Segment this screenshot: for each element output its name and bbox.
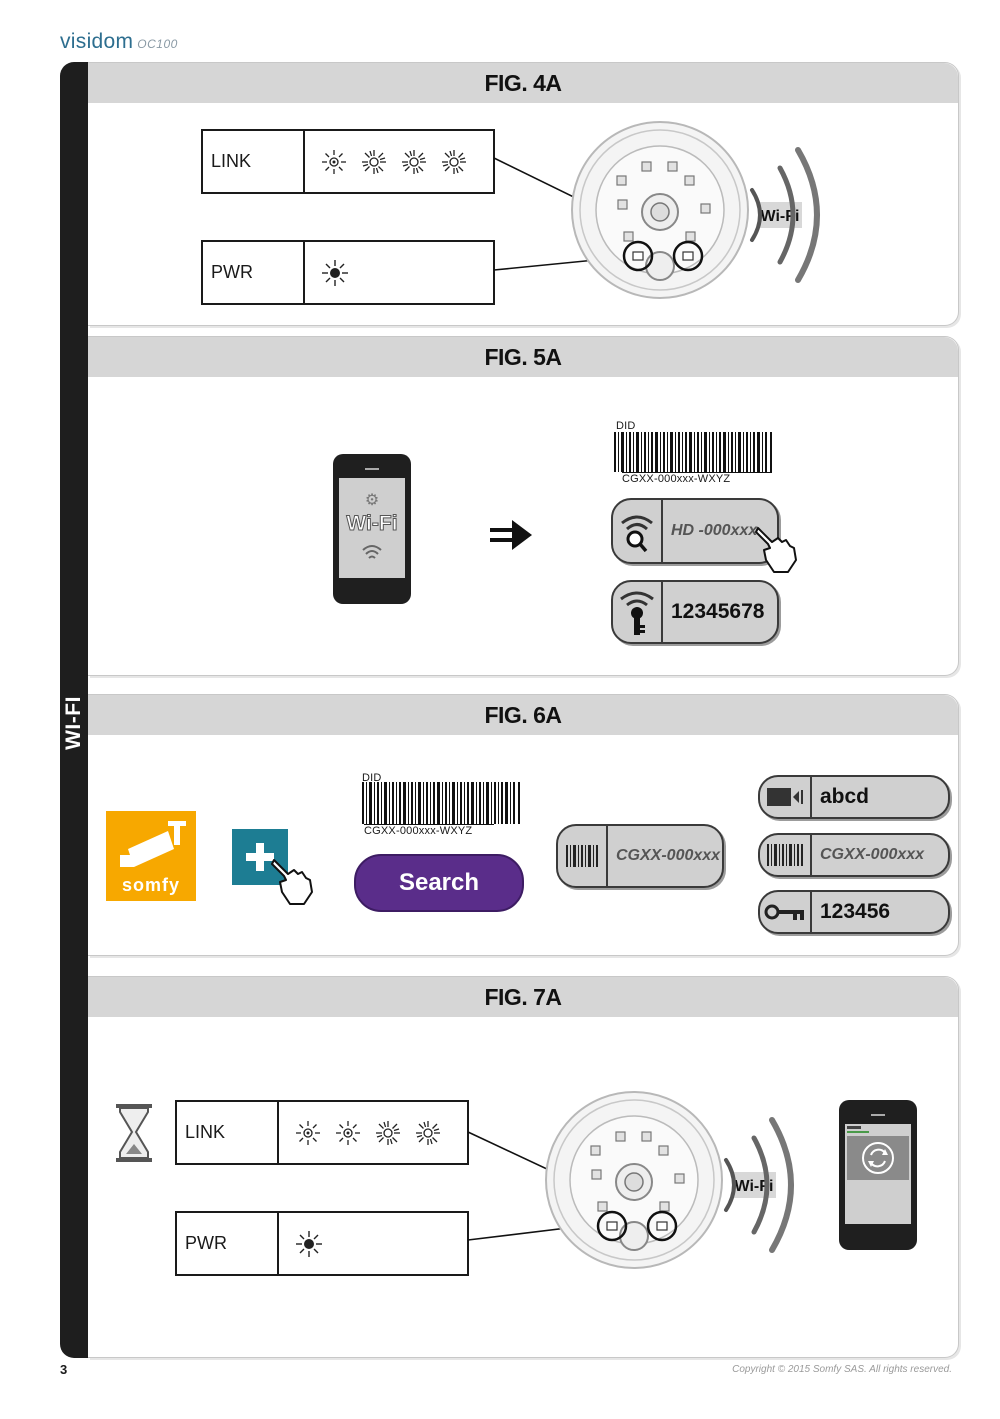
pwr-led-row (279, 1213, 467, 1274)
fig6a-password-value: 123456 (820, 900, 891, 923)
gear-icon: ⚙ (364, 492, 380, 509)
barcode-did-label: DID (616, 420, 636, 432)
link-led-row (279, 1102, 467, 1163)
wifi-search-icon (613, 500, 663, 562)
plus-icon (246, 843, 274, 871)
somfy-app-icon[interactable]: somfy (106, 811, 196, 901)
link-label: LINK (203, 131, 305, 192)
fig7a-camera-illustration: Wi-Fi (467, 1091, 794, 1269)
led-blink-fast-icon (362, 149, 386, 174)
fig6a-barcode: DID CGXX-000xxx-WXYZ (360, 772, 524, 838)
led-solid-icon (322, 259, 348, 286)
fig6a-title: FIG. 6A (88, 695, 958, 735)
fig6a-id-pill: CGXX-000xxx (758, 833, 950, 877)
refresh-tile[interactable] (847, 1136, 909, 1180)
fig4a-wifi-badge: Wi-Fi (761, 208, 800, 225)
barcode-icon (614, 432, 772, 472)
fig7a-link-box: LINK (175, 1100, 469, 1165)
fig7a-phone (839, 1100, 917, 1250)
barcode-code: CGXX-000xxx-WXYZ (364, 824, 494, 837)
pwr-label: PWR (177, 1213, 279, 1274)
video-camera-icon (760, 777, 812, 817)
fig5a-panel: FIG. 5A (88, 336, 959, 676)
page-number: 3 (60, 1362, 68, 1377)
fig6a-password-pill: 123456 (758, 890, 950, 934)
copyright: Copyright © 2015 Somfy SAS. All rights r… (732, 1364, 952, 1375)
fig5a-title: FIG. 5A (88, 337, 958, 377)
phone-wifi-text: Wi-Fi (346, 512, 398, 536)
barcode-icon (760, 835, 812, 875)
fig5a-ssid-value: HD -000xxx (671, 522, 758, 539)
link-label: LINK (177, 1102, 279, 1163)
hand-pointer-icon[interactable] (754, 516, 798, 576)
led-blink-fast-icon (442, 149, 466, 174)
brand-name: visidom (60, 30, 134, 53)
fig7a-panel: FIG. 7A (88, 976, 959, 1358)
status-indicator (847, 1131, 869, 1133)
pwr-led-row (305, 242, 493, 303)
fig4a-title: FIG. 4A (88, 63, 958, 103)
fig4a-link-box: LINK (201, 129, 495, 194)
fig5a-ssid-pill: HD -000xxx (611, 498, 779, 564)
fig5a-password-pill: 12345678 (611, 580, 779, 644)
status-bar (847, 1126, 861, 1129)
wifi-key-icon (613, 582, 663, 642)
barcode-did-label: DID (362, 772, 382, 784)
led-blink-fast-icon (402, 149, 426, 174)
led-blink-icon (336, 1120, 360, 1145)
led-solid-icon (296, 1230, 322, 1257)
led-blink-fast-icon (416, 1120, 440, 1145)
barcode-icon (558, 826, 608, 886)
led-blink-fast-icon (376, 1120, 400, 1145)
link-led-row (305, 131, 493, 192)
pwr-label: PWR (203, 242, 305, 303)
fig6a-scan-result: CGXX-000xxx (616, 847, 721, 864)
phone-speaker (365, 468, 379, 470)
somfy-text: somfy (121, 875, 180, 895)
fig6a-name-pill: abcd (758, 775, 950, 819)
fig5a-barcode: DID CGXX-000xxx-WXYZ (612, 420, 777, 486)
key-icon (760, 892, 812, 932)
wifi-icon (362, 545, 382, 559)
add-button[interactable] (232, 829, 288, 885)
model-name: OC100 (137, 37, 178, 51)
barcode-code: CGXX-000xxx-WXYZ (622, 472, 772, 485)
led-blink-icon (322, 149, 346, 174)
refresh-icon (862, 1142, 894, 1174)
fig6a-name-value: abcd (820, 785, 870, 808)
phone-screen (845, 1124, 911, 1224)
led-blink-icon (296, 1120, 320, 1145)
arrow-right-icon (490, 520, 532, 550)
fig5a-password-value: 12345678 (671, 600, 765, 623)
camera-icon (120, 821, 186, 867)
hand-pointer-icon (271, 859, 313, 905)
fig7a-pwr-box: PWR (175, 1211, 469, 1276)
fig5a-phone: ⚙ Wi-Fi (333, 454, 411, 604)
sidebar (60, 62, 88, 1358)
fig4a-pwr-box: PWR (201, 240, 495, 305)
fig7a-wifi-badge: Wi-Fi (735, 1178, 774, 1195)
phone-screen: ⚙ Wi-Fi (339, 478, 405, 578)
fig6a-scan-result-pill: CGXX-000xxx (556, 824, 724, 888)
fig6a-id-value: CGXX-000xxx (820, 846, 925, 863)
search-button[interactable]: Search (354, 854, 524, 912)
barcode-icon (362, 782, 520, 824)
phone-speaker (871, 1114, 885, 1116)
fig6a-panel: FIG. 6A (88, 694, 959, 956)
hourglass-icon (116, 1104, 152, 1162)
fig4a-camera-illustration: Wi-Fi (493, 121, 820, 299)
fig7a-title: FIG. 7A (88, 977, 958, 1017)
